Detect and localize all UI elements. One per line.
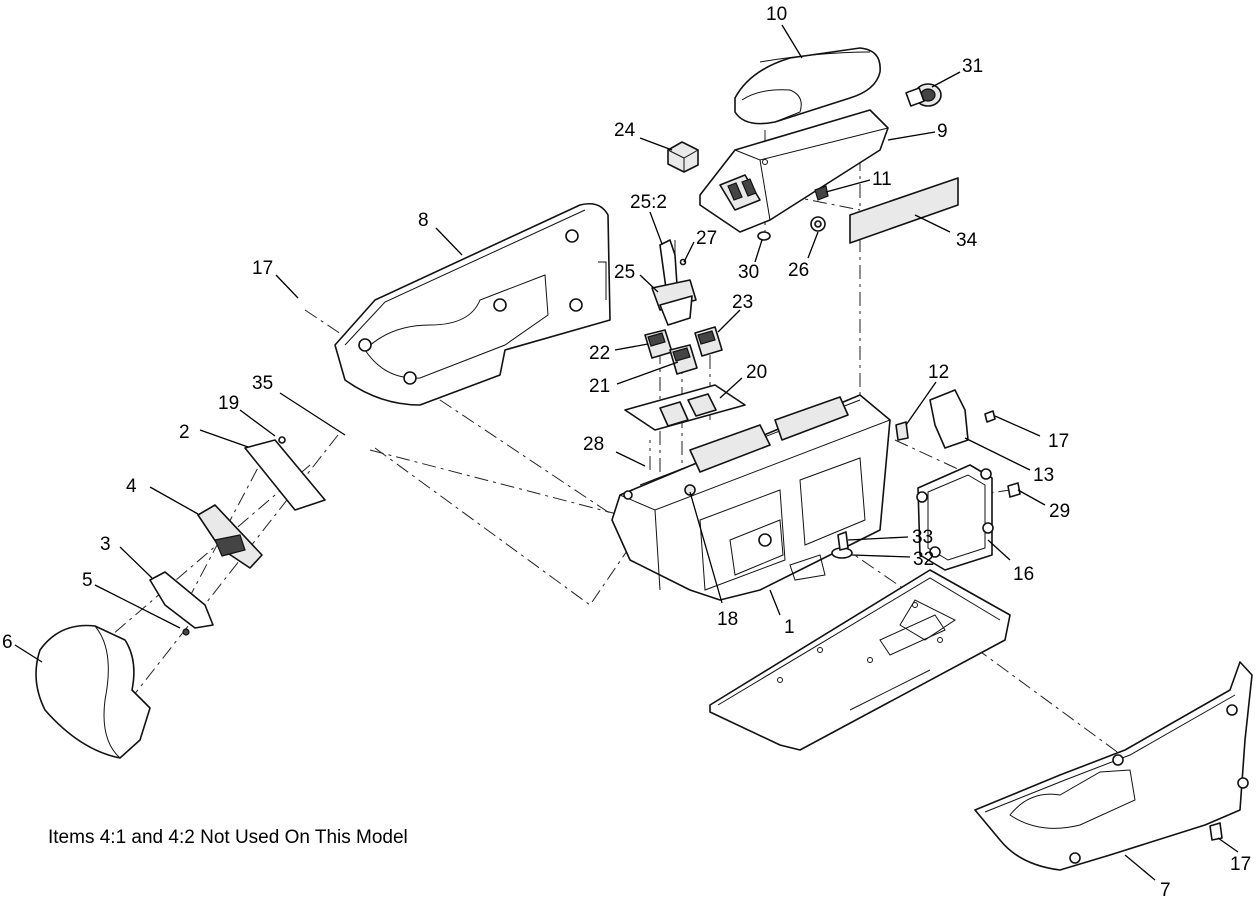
callout-34: 34	[956, 230, 978, 251]
right-bracket	[895, 389, 996, 449]
callout-20: 20	[746, 362, 767, 383]
callout-9: 9	[937, 121, 948, 142]
rocker-switches	[644, 326, 723, 375]
callout-25-2: 25:2	[630, 192, 667, 213]
main-frame	[611, 394, 891, 601]
callout-19: 19	[218, 393, 239, 414]
leader-lines	[14, 24, 1239, 881]
callout-25: 25	[614, 262, 635, 283]
callout-7: 7	[1160, 880, 1171, 901]
callout-1: 1	[784, 617, 795, 638]
callout-13: 13	[1033, 465, 1054, 486]
small-hardware	[757, 185, 829, 241]
callout-21: 21	[589, 376, 610, 397]
callout-labels: 10 31 9 24 11 34 26 30 25:2 27 25 23 22 …	[2, 4, 1251, 901]
left-side-cover	[334, 202, 611, 406]
power-outlet	[905, 83, 942, 107]
rotary-knob	[667, 141, 699, 173]
callout-26: 26	[788, 260, 809, 281]
switch-plate	[624, 384, 746, 431]
callout-16: 16	[1013, 564, 1034, 585]
callout-29: 29	[1049, 501, 1070, 522]
callout-12: 12	[928, 362, 949, 383]
callout-11: 11	[872, 169, 892, 190]
callout-23: 23	[732, 292, 753, 313]
callout-8: 8	[418, 210, 429, 231]
callout-33: 33	[912, 527, 933, 548]
callout-3: 3	[100, 534, 111, 555]
display-cover-assembly	[35, 436, 326, 759]
decal-strip	[849, 177, 959, 244]
callout-28: 28	[583, 434, 604, 455]
callout-24: 24	[614, 120, 636, 141]
callout-35: 35	[252, 373, 273, 394]
callout-32: 32	[913, 549, 934, 570]
control-housing	[699, 109, 889, 233]
callout-31: 31	[962, 56, 983, 77]
armrest-pad	[734, 47, 881, 125]
callout-30: 30	[738, 262, 759, 283]
right-side-cover	[974, 661, 1253, 871]
callout-10: 10	[766, 4, 787, 25]
model-note: Items 4:1 and 4:2 Not Used On This Model	[48, 827, 408, 848]
callout-27: 27	[696, 228, 717, 249]
callout-17-right: 17	[1048, 431, 1069, 452]
callout-5: 5	[82, 570, 93, 591]
callout-18: 18	[717, 609, 738, 630]
callout-6: 6	[2, 632, 13, 653]
bolt-washer	[831, 531, 853, 559]
callout-17-bottom: 17	[1230, 854, 1251, 875]
ecu-module	[916, 464, 1021, 571]
callout-17-top: 17	[252, 258, 273, 279]
callout-4: 4	[126, 476, 137, 497]
callout-2: 2	[179, 422, 190, 443]
base-plate	[709, 569, 1011, 751]
control-lever	[651, 239, 697, 326]
callout-22: 22	[589, 343, 610, 364]
